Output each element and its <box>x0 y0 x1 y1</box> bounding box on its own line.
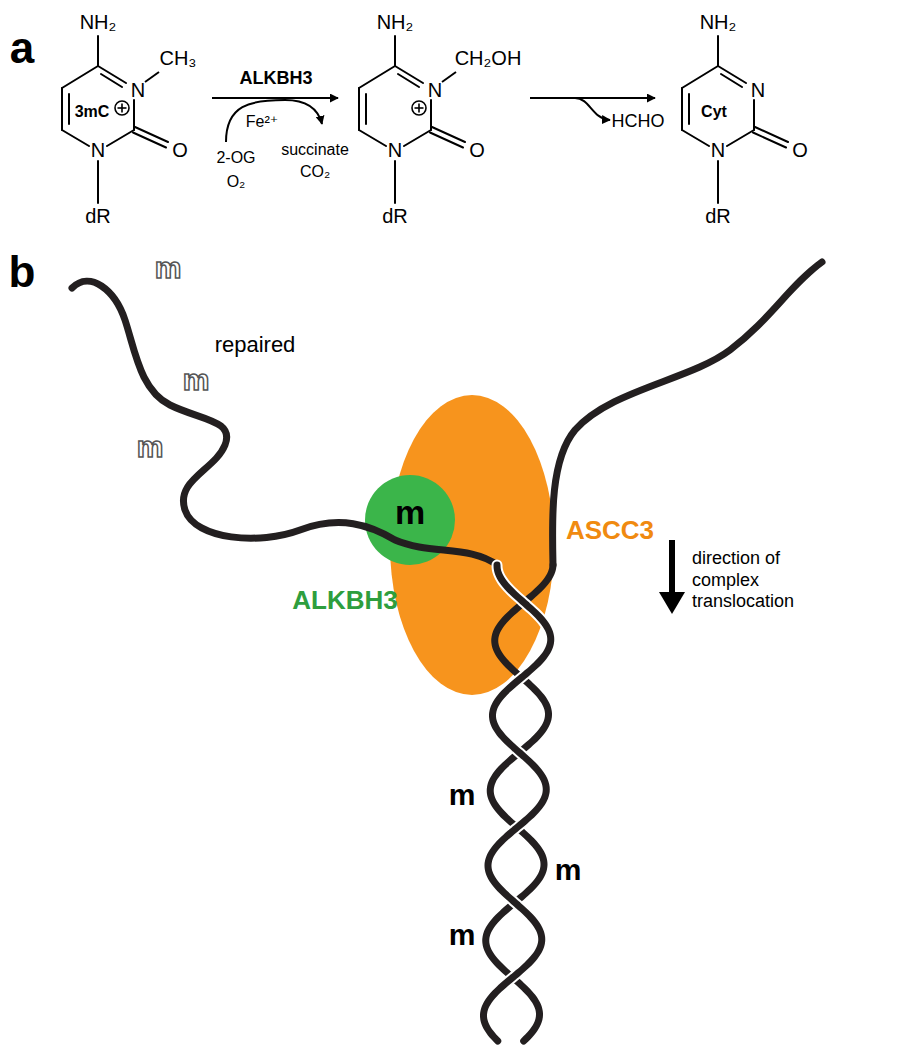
methyl-mark: m <box>449 920 476 950</box>
enzyme-circle: mALKBH3 <box>365 475 455 565</box>
atom-label: CH₃ <box>159 48 196 68</box>
atom-label: O <box>172 140 188 160</box>
circle-shape <box>365 475 455 565</box>
enzyme-name: ALKBH3 <box>292 587 397 613</box>
atom-label: CH₂OH <box>455 48 522 68</box>
byproduct-label: succinate <box>281 142 349 158</box>
dna-strands <box>72 262 822 1041</box>
helicase-name: ASCC3 <box>566 517 654 543</box>
atom-label: N <box>131 80 145 100</box>
methyl-mark: m <box>395 495 425 529</box>
atom-label: O <box>792 140 808 160</box>
panel-letter: a <box>10 26 34 70</box>
atom-label: dR <box>382 206 408 226</box>
helix-strand <box>483 565 550 1041</box>
methyl-mark: m <box>449 780 476 810</box>
methyl-mark: m <box>555 855 582 885</box>
helix-strand <box>486 565 553 1041</box>
hydroxymethylcytosine-structure <box>359 36 465 203</box>
byproduct-label: CO₂ <box>300 164 330 180</box>
molecule-name: 3mC <box>75 104 110 120</box>
atom-label: N <box>751 80 765 100</box>
repaired-mark: m <box>137 432 164 462</box>
cofactor-label: Fe²⁺ <box>246 114 278 130</box>
cofactor-label: O₂ <box>227 174 246 190</box>
strand-label: repaired <box>215 334 296 356</box>
repaired-mark: m <box>183 365 210 395</box>
panel-letter: b <box>9 250 36 294</box>
enzyme-label: ALKBH3 <box>239 69 312 87</box>
atom-label: O <box>469 140 485 160</box>
atom-label: dR <box>85 206 111 226</box>
methylcytosine-structure <box>62 36 168 203</box>
atom-label: NH₂ <box>700 12 737 32</box>
atom-label: N <box>711 140 725 160</box>
atom-label: NH₂ <box>377 12 414 32</box>
atom-label: N <box>388 140 402 160</box>
reaction-arrows <box>212 98 655 142</box>
repaired-mark: m <box>155 253 182 283</box>
atom-label: N <box>91 140 105 160</box>
direction-arrow <box>659 540 685 614</box>
helix-gap <box>483 565 550 1041</box>
atom-label: N <box>428 80 442 100</box>
cytosine-structure <box>682 36 788 203</box>
atom-label: dR <box>705 206 731 226</box>
atom-label: NH₂ <box>80 12 117 32</box>
cofactor-label: 2-OG <box>216 150 255 166</box>
byproduct-label: HCHO <box>612 112 665 130</box>
molecule-name: Cyt <box>701 104 727 120</box>
direction-label: direction of complex translocation <box>692 548 824 613</box>
